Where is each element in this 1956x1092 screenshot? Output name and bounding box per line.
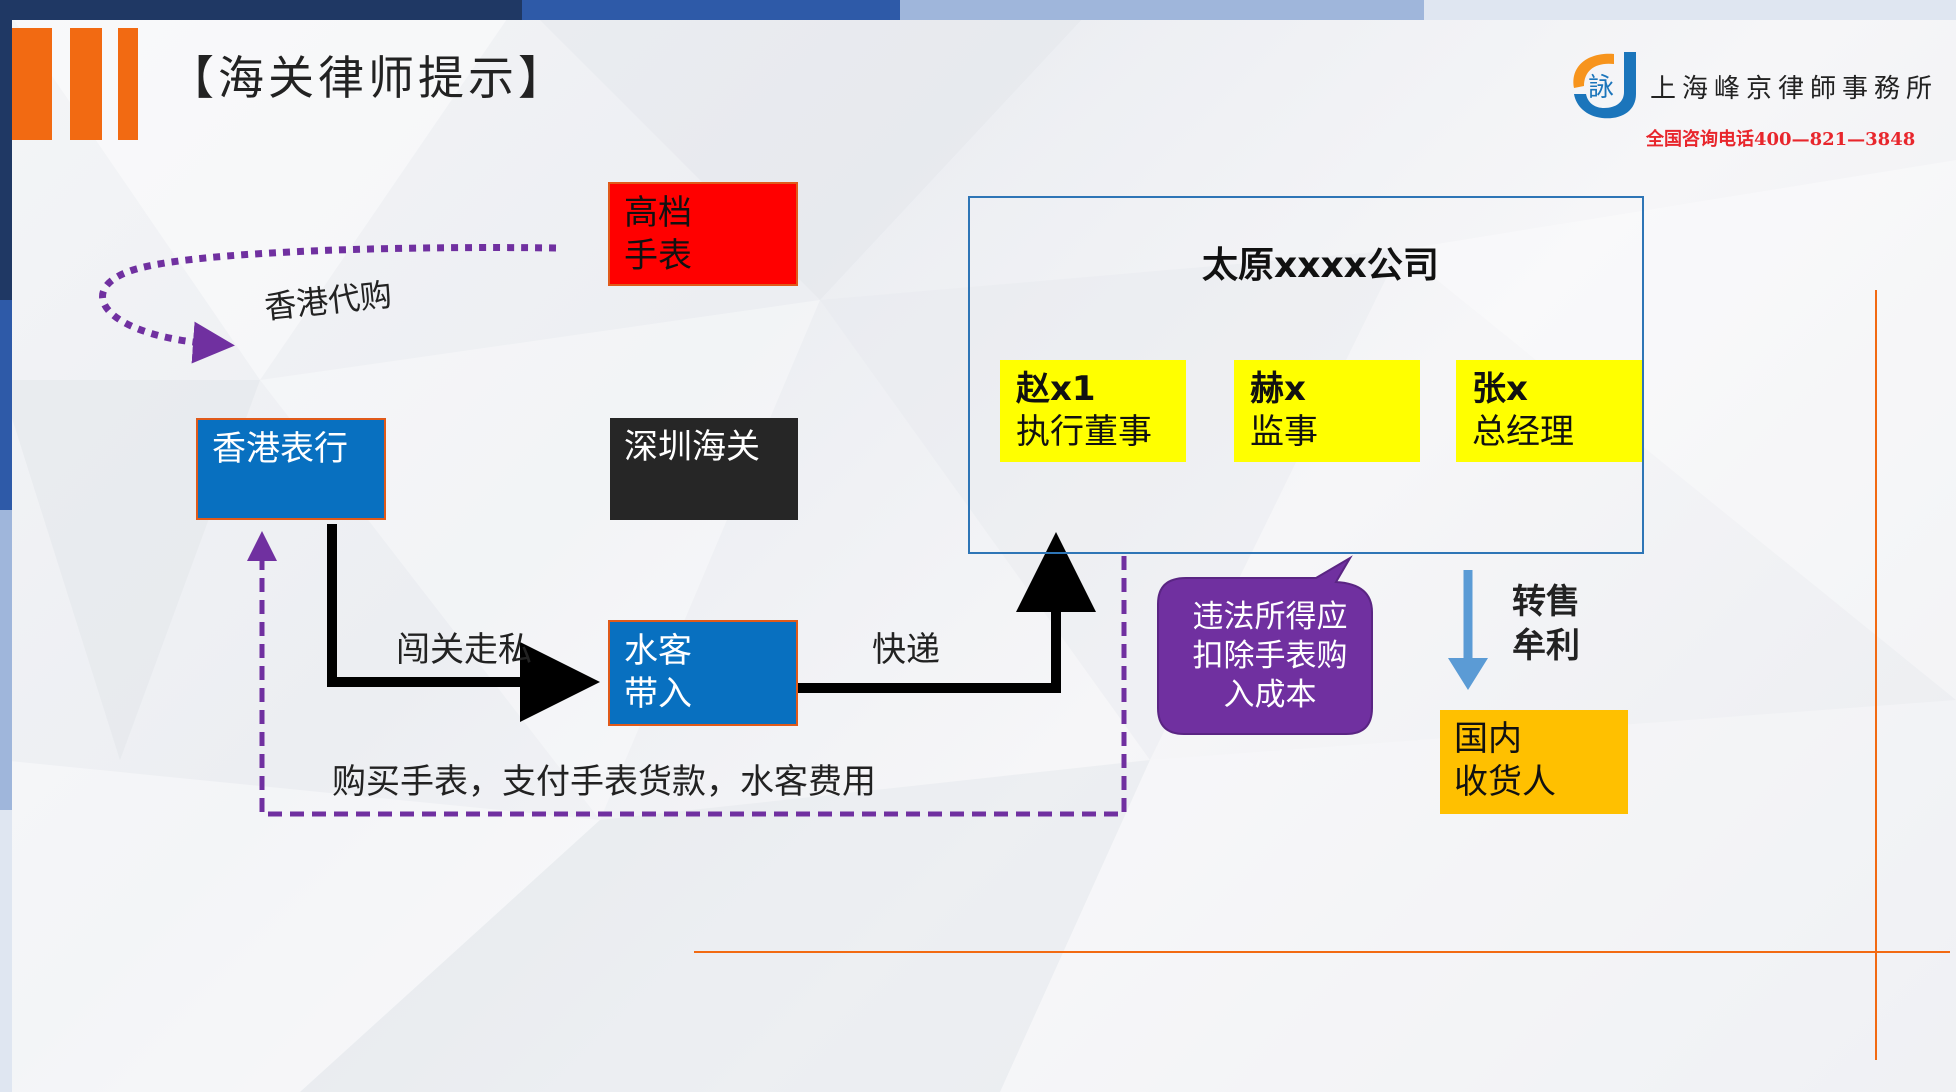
page-title: 【海关律师提示】 [168, 51, 568, 105]
role-card-1: 赵x1 执行董事 [1000, 360, 1186, 462]
company-frame [968, 196, 1644, 554]
role-1-title: 执行董事 [1016, 412, 1152, 452]
side-strip-3 [0, 510, 12, 810]
side-strip-2 [0, 300, 12, 510]
resale-arrow-head [1448, 658, 1488, 690]
role-3-name: 张x [1472, 369, 1528, 409]
role-2-name: 赫x [1250, 369, 1306, 409]
domestic-buyer-box: 国内 收货人 [1440, 710, 1628, 814]
payment-arrow [247, 531, 1127, 817]
water-carrier-box: 水客 带入 [608, 620, 798, 726]
hk-shop-box: 香港表行 [196, 418, 386, 520]
top-strip-dark [0, 0, 522, 20]
hotline: 全国咨询电话400—821—3848 [1646, 129, 1916, 150]
side-strip-1 [0, 0, 12, 300]
top-strip-light [900, 0, 1424, 20]
firm-name: 上海峰京律師事務所 [1650, 74, 1939, 104]
payment-label: 购买手表，支付手表货款，水客费用 [332, 762, 876, 802]
firm-logo-icon: 詠 [1573, 52, 1636, 119]
role-card-2: 赫x 监事 [1234, 360, 1420, 462]
express-label: 快递 [872, 630, 940, 670]
luxury-watch-box: 高档 手表 [608, 182, 798, 286]
smuggling-arrow [327, 524, 600, 722]
callout-bubble [1157, 555, 1373, 735]
side-strip-4 [0, 810, 12, 1092]
title-accent-bar-1 [12, 28, 52, 140]
role-1-name: 赵x1 [1016, 369, 1096, 409]
smuggling-label: 闯关走私 [396, 630, 532, 670]
express-arrow [798, 532, 1096, 693]
company-name: 太原xxxx公司 [1202, 245, 1439, 286]
resale-label: 转售 牟利 [1512, 582, 1580, 666]
top-strip-pale [1424, 0, 1956, 20]
title-accent-bar-2 [70, 28, 102, 140]
top-strip-mid [522, 0, 900, 20]
role-2-title: 监事 [1250, 412, 1318, 452]
callout-text: 违法所得应 扣除手表购 入成本 [1192, 599, 1348, 713]
title-accent-bar-3 [118, 28, 138, 140]
role-card-3: 张x 总经理 [1456, 360, 1642, 462]
shenzhen-customs-box: 深圳海关 [610, 418, 798, 520]
firm-logo-glyph: 詠 [1588, 73, 1614, 103]
role-3-title: 总经理 [1472, 412, 1574, 452]
